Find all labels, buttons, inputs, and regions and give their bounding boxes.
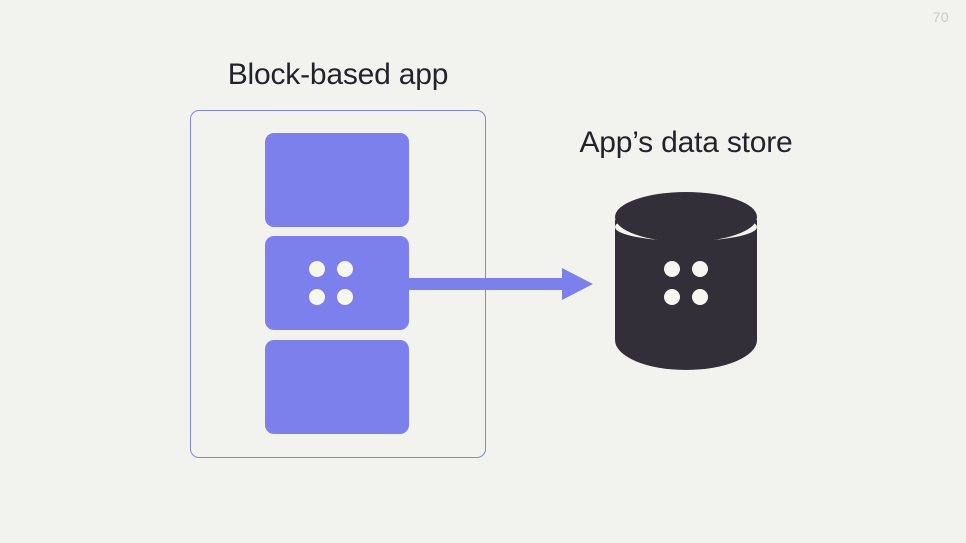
dot [664,261,680,277]
dot [692,261,708,277]
block-based-app-title: Block-based app [227,58,449,91]
dot [337,289,353,305]
app-block-2 [265,236,409,330]
dot [337,261,353,277]
dot [692,289,708,305]
dot [664,289,680,305]
arrow-right-icon [400,268,593,300]
datastore-data-dots-icon [664,261,708,305]
app-data-store-title: App’s data store [579,126,793,159]
app-block-1 [265,133,409,227]
database-cylinder-icon [613,188,761,380]
cylinder-top-ellipse [615,192,757,242]
cylinder-body [615,220,757,370]
dot [309,289,325,305]
page-number: 70 [932,9,949,25]
app-block-3 [265,340,409,434]
dot [309,261,325,277]
block-data-dots-icon [309,261,353,305]
